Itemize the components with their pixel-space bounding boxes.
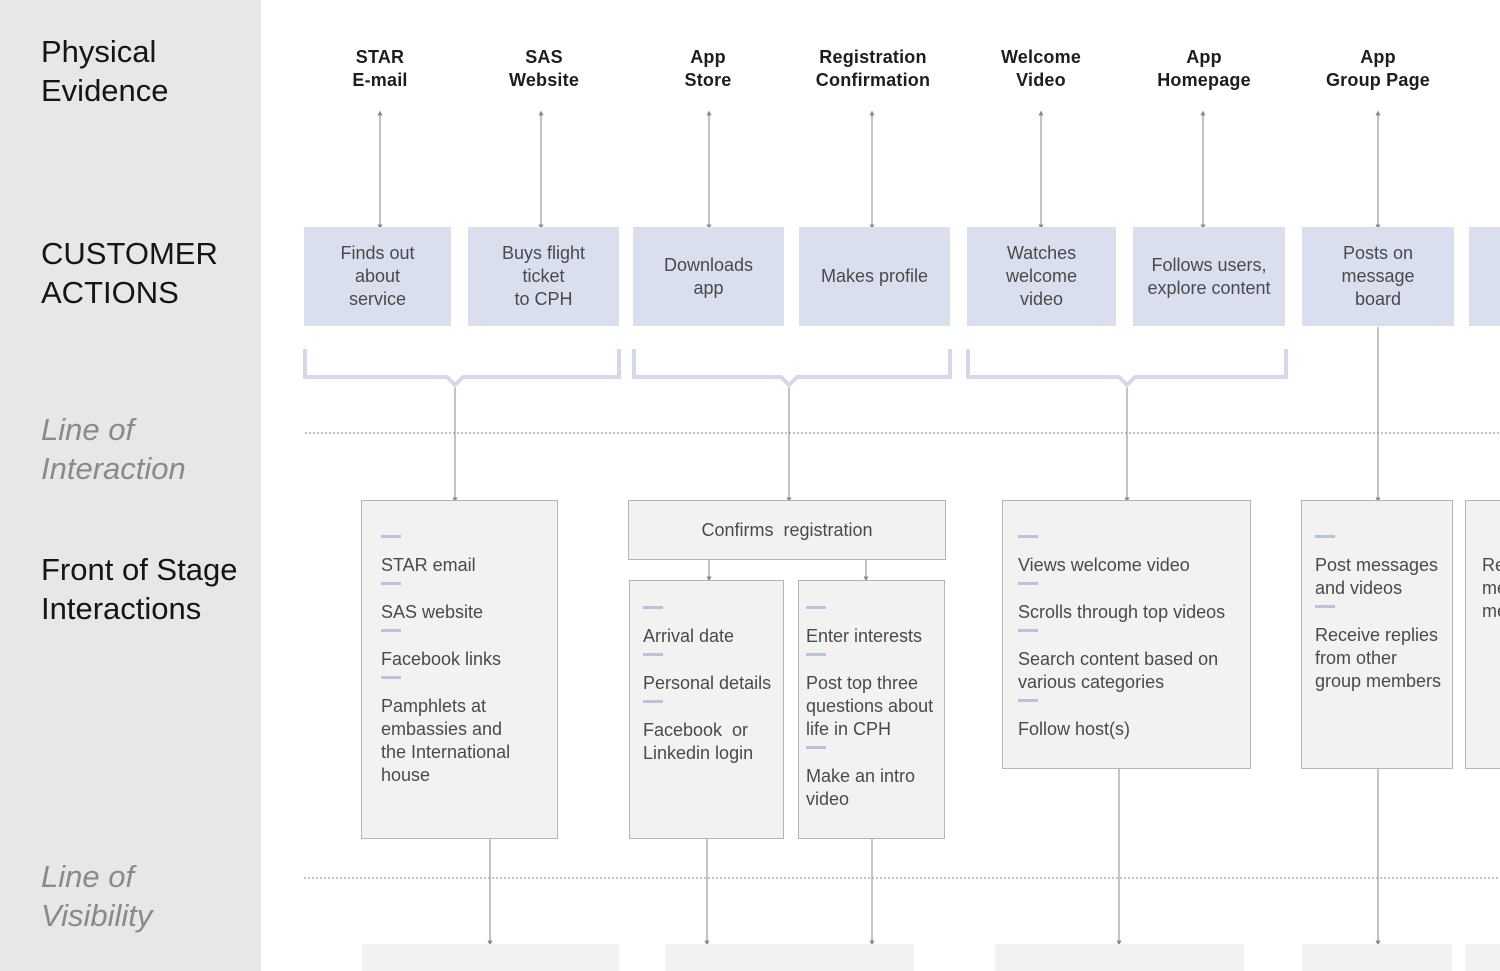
card-item: Personal details — [643, 653, 783, 695]
action-text: Downloads app — [663, 254, 754, 298]
action-follows-users: Follows users, explore content — [1133, 227, 1285, 326]
card-item: Scrolls through top videos — [1018, 582, 1250, 624]
card-registration-details: Arrival date Personal details Facebook o… — [629, 580, 784, 839]
evidence-line: E-mail — [352, 70, 408, 90]
evidence-line: Website — [508, 70, 580, 90]
evidence-star-email: STAR E-mail — [290, 46, 470, 92]
lane-physical-evidence: Physical Evidence — [41, 32, 201, 110]
backstage-box — [665, 944, 914, 971]
action-text: Finds out about service — [340, 243, 415, 309]
card-item: Post messages and videos — [1315, 535, 1452, 600]
card-item: Pamphlets at embassies and the Internati… — [381, 676, 557, 787]
card-item: Follow host(s) — [1018, 699, 1250, 741]
backstage-box — [1465, 944, 1500, 971]
evidence-line: Homepage — [1157, 70, 1251, 90]
card-item: SAS website — [381, 582, 557, 624]
card-confirms-registration: Confirms registration — [628, 500, 946, 560]
evidence-line: SAS — [525, 47, 563, 67]
lane-title-text: CUSTOMER ACTIONS — [41, 236, 218, 310]
action-buys-ticket: Buys flight ticket to CPH — [468, 227, 619, 326]
card-item: STAR email — [381, 535, 557, 577]
card-item: Facebook or Linkedin login — [643, 700, 783, 765]
card-item: Make an intro video — [806, 746, 944, 811]
lane-customer-actions: CUSTOMER ACTIONS — [41, 234, 218, 312]
card-item: Views welcome video — [1018, 535, 1250, 577]
evidence-line: App — [1360, 47, 1396, 67]
group-bracket — [303, 349, 621, 388]
card-list: Views welcome video Scrolls through top … — [1018, 535, 1250, 741]
card-content-exploration: Views welcome video Scrolls through top … — [1002, 500, 1251, 769]
lane-line-of-visibility: Line of Visibility — [41, 857, 201, 935]
card-awareness-channels: STAR email SAS website Facebook links Pa… — [361, 500, 558, 839]
evidence-line: Confirmation — [815, 70, 931, 90]
card-partial: Re me me — [1465, 500, 1500, 769]
action-partial — [1469, 227, 1500, 326]
action-text: Follows users, explore content — [1147, 254, 1271, 298]
card-header-text: Confirms registration — [701, 519, 873, 540]
card-list: Arrival date Personal details Facebook o… — [643, 606, 783, 765]
evidence-line: Video — [1016, 70, 1066, 90]
evidence-line: Welcome — [1000, 47, 1082, 67]
lane-line-of-interaction: Line of Interaction — [41, 410, 246, 488]
card-list: Post messages and videos Receive replies… — [1315, 535, 1452, 693]
action-text: Posts on message board — [1341, 243, 1415, 309]
card-list: Enter interests Post top three questions… — [806, 606, 944, 811]
backstage-box — [362, 944, 619, 971]
action-finds-out: Finds out about service — [304, 227, 451, 326]
card-item: Receive replies from other group members — [1315, 605, 1452, 693]
action-makes-profile: Makes profile — [799, 227, 950, 326]
evidence-sas-website: SAS Website — [454, 46, 634, 92]
card-item: Enter interests — [806, 606, 944, 648]
backstage-box — [995, 944, 1244, 971]
evidence-line: Store — [684, 70, 732, 90]
card-list: STAR email SAS website Facebook links Pa… — [381, 535, 557, 787]
evidence-line: Group Page — [1325, 70, 1430, 90]
group-bracket — [966, 349, 1288, 388]
action-text: Watches welcome video — [1005, 243, 1078, 309]
lane-title-text: Physical Evidence — [41, 34, 169, 108]
lane-front-of-stage: Front of Stage Interactions — [41, 550, 246, 628]
card-item: Arrival date — [643, 606, 783, 648]
card-item: Post top three questions about life in C… — [806, 653, 944, 741]
card-item: Facebook links — [381, 629, 557, 671]
evidence-line: App — [1186, 47, 1222, 67]
card-partial-text: Re me me — [1482, 555, 1500, 621]
card-profile-setup: Enter interests Post top three questions… — [798, 580, 945, 839]
lane-sidebar — [0, 0, 261, 971]
evidence-line: Registration — [819, 47, 927, 67]
action-downloads-app: Downloads app — [633, 227, 784, 326]
evidence-line: STAR — [355, 47, 405, 67]
lane-title-text: Line of Interaction — [41, 412, 186, 486]
lane-title-text: Front of Stage Interactions — [41, 552, 238, 626]
action-text: Buys flight ticket to CPH — [501, 243, 586, 309]
evidence-line: App — [690, 47, 726, 67]
card-group-messaging: Post messages and videos Receive replies… — [1301, 500, 1453, 769]
backstage-box — [1302, 944, 1452, 971]
lane-title-text: Line of Visibility — [41, 859, 153, 933]
action-text: Makes profile — [820, 266, 929, 286]
card-item: Search content based on various categori… — [1018, 629, 1250, 694]
action-posts-message: Posts on message board — [1302, 227, 1454, 326]
action-watches-video: Watches welcome video — [967, 227, 1116, 326]
group-bracket — [632, 349, 952, 388]
